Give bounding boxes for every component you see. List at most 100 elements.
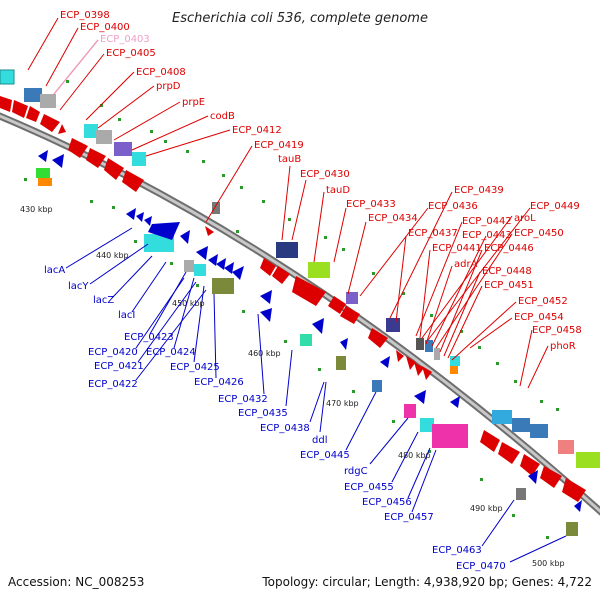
gene-feature[interactable]	[386, 318, 400, 332]
forward-gene-arrow[interactable]	[396, 350, 404, 362]
gene-feature[interactable]	[516, 488, 526, 500]
gene-label-top[interactable]: ECP_0400	[80, 22, 130, 33]
gene-label-bottom[interactable]: ECP_0457	[384, 512, 434, 523]
gene-label-top[interactable]: ECP_0441	[432, 243, 482, 254]
gene-feature[interactable]	[530, 424, 548, 438]
gene-label-top[interactable]: aroL	[514, 213, 536, 224]
forward-gene-arrow[interactable]	[328, 296, 346, 314]
forward-gene-arrow[interactable]	[562, 478, 586, 502]
gene-feature[interactable]	[404, 404, 416, 418]
gene-label-bottom[interactable]: lacY	[68, 281, 89, 292]
gene-label-bottom[interactable]: ECP_0435	[238, 408, 288, 419]
gene-label-bottom[interactable]: ddl	[312, 435, 327, 446]
reverse-gene-arrow[interactable]	[574, 500, 582, 512]
forward-gene-arrow[interactable]	[422, 366, 432, 380]
gene-label-bottom[interactable]: rdgC	[344, 466, 368, 477]
forward-gene-arrow[interactable]	[122, 170, 144, 192]
forward-gene-arrow[interactable]	[12, 100, 28, 118]
gene-label-bottom[interactable]: ECP_0424	[146, 347, 196, 358]
gene-feature[interactable]	[24, 88, 42, 102]
gene-label-bottom[interactable]: ECP_0445	[300, 450, 350, 461]
gene-label-bottom[interactable]: ECP_0432	[218, 394, 268, 405]
forward-gene-arrow[interactable]	[520, 454, 540, 476]
gene-feature[interactable]	[38, 178, 52, 186]
reverse-gene-arrow[interactable]	[528, 470, 538, 484]
forward-gene-arrow[interactable]	[68, 138, 88, 158]
gene-label-top[interactable]: ECP_0446	[484, 243, 534, 254]
reverse-gene-arrow[interactable]	[414, 390, 426, 404]
gene-feature[interactable]	[308, 262, 330, 278]
gene-feature[interactable]	[336, 356, 346, 370]
gene-feature[interactable]	[144, 234, 174, 252]
gene-feature[interactable]	[132, 152, 146, 166]
gene-feature[interactable]	[96, 130, 112, 144]
gene-feature[interactable]	[114, 142, 132, 156]
gene-feature[interactable]	[372, 380, 382, 392]
gene-label-top[interactable]: ECP_0434	[368, 213, 418, 224]
gene-feature[interactable]	[420, 418, 434, 432]
gene-feature[interactable]	[194, 264, 206, 276]
gene-feature[interactable]	[0, 69, 15, 85]
forward-gene-arrow[interactable]	[260, 258, 276, 276]
gene-label-bottom[interactable]: ECP_0425	[170, 362, 220, 373]
forward-gene-arrow[interactable]	[540, 466, 562, 488]
gene-feature[interactable]	[212, 278, 234, 294]
gene-feature[interactable]	[432, 424, 468, 448]
gene-feature[interactable]	[276, 242, 298, 258]
reverse-gene-arrow[interactable]	[144, 216, 152, 226]
reverse-gene-arrow[interactable]	[232, 266, 244, 280]
gene-feature[interactable]	[416, 338, 424, 350]
forward-gene-arrow[interactable]	[86, 148, 106, 168]
forward-gene-arrow[interactable]	[104, 158, 124, 180]
forward-gene-arrow[interactable]	[0, 96, 12, 112]
gene-label-top[interactable]: ECP_0430	[300, 169, 350, 180]
gene-label-top[interactable]: prpD	[156, 81, 181, 92]
gene-label-top[interactable]: ECP_0412	[232, 125, 282, 136]
gene-label-bottom[interactable]: ECP_0420	[88, 347, 138, 358]
gene-label-top[interactable]: ECP_0454	[514, 312, 564, 323]
forward-gene-arrow[interactable]	[205, 226, 214, 236]
reverse-gene-arrow[interactable]	[340, 338, 348, 350]
gene-label-bottom[interactable]: ECP_0421	[94, 361, 144, 372]
gene-label-top[interactable]: tauB	[278, 154, 301, 165]
reverse-gene-arrow[interactable]	[136, 212, 144, 222]
gene-label-top[interactable]: ECP_0448	[482, 266, 532, 277]
gene-label-top[interactable]: phoR	[550, 341, 576, 352]
gene-label-top[interactable]: ECP_0408	[136, 67, 186, 78]
gene-feature[interactable]	[212, 202, 220, 214]
forward-gene-arrow[interactable]	[368, 328, 388, 348]
gene-label-top[interactable]: ECP_0458	[532, 325, 582, 336]
gene-label-bottom[interactable]: lacA	[44, 265, 65, 276]
gene-label-top[interactable]: ECP_0451	[484, 280, 534, 291]
reverse-gene-arrow[interactable]	[380, 356, 390, 368]
gene-label-bottom[interactable]: ECP_0455	[344, 482, 394, 493]
reverse-gene-arrow[interactable]	[126, 208, 136, 220]
gene-label-top[interactable]: ECP_0439	[454, 185, 504, 196]
gene-label-bottom[interactable]: ECP_0422	[88, 379, 138, 390]
gene-feature[interactable]	[558, 440, 574, 454]
gene-label-bottom[interactable]: ECP_0426	[194, 377, 244, 388]
gene-label-top[interactable]: prpE	[182, 97, 205, 108]
reverse-gene-arrow[interactable]	[260, 290, 272, 304]
gene-label-bottom[interactable]: ECP_0470	[456, 561, 506, 572]
gene-label-top[interactable]: ECP_0437	[408, 228, 458, 239]
gene-label-top[interactable]: ECP_0433	[346, 199, 396, 210]
gene-feature[interactable]	[40, 94, 56, 108]
forward-gene-arrow[interactable]	[40, 114, 60, 132]
gene-label-top[interactable]: ECP_0405	[106, 48, 156, 59]
gene-feature[interactable]	[425, 340, 433, 352]
gene-feature[interactable]	[566, 522, 578, 536]
gene-label-top[interactable]: codB	[210, 111, 235, 122]
reverse-gene-arrow[interactable]	[208, 254, 218, 266]
gene-label-top[interactable]: tauD	[326, 185, 350, 196]
gene-label-top[interactable]: ECP_0442	[462, 216, 512, 227]
gene-label-top[interactable]: adrA	[454, 259, 478, 270]
gene-feature[interactable]	[576, 452, 600, 468]
gene-feature[interactable]	[184, 260, 194, 272]
gene-label-bottom[interactable]: ECP_0423	[124, 332, 174, 343]
reverse-gene-arrow[interactable]	[196, 246, 208, 260]
reverse-gene-arrow[interactable]	[312, 318, 324, 334]
forward-gene-arrow[interactable]	[292, 276, 326, 306]
reverse-gene-arrow[interactable]	[450, 396, 460, 408]
reverse-gene-arrow[interactable]	[224, 262, 234, 274]
